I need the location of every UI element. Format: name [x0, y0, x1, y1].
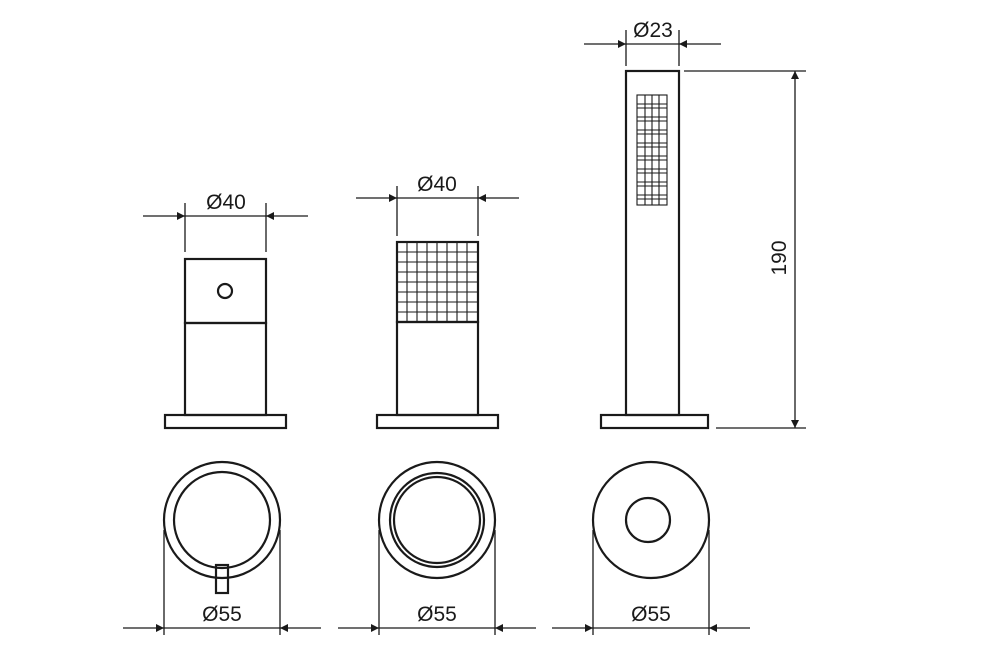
knurled-plan-inner-ring: [388, 471, 486, 569]
mixer-plan-view: [162, 460, 282, 595]
spray-nozzle-grid: [636, 94, 668, 206]
knurled-base-diameter-label: Ø55: [417, 603, 457, 626]
mixer-top-dimension: Ø40: [143, 191, 308, 252]
mixer-base-plate: [163, 413, 288, 430]
knurled-control-front-view: [375, 240, 500, 430]
mixer-top-diameter-label: Ø40: [206, 191, 246, 214]
handshower-front-view: [599, 69, 710, 430]
mixer-lever-pin: [216, 282, 234, 300]
mixer-front-view: [163, 257, 288, 430]
handshower-plan-inner-circle: [624, 496, 672, 544]
knurled-top-dimension: Ø40: [356, 173, 519, 236]
mixer-base-diameter-label: Ø55: [202, 603, 242, 626]
knurled-base-dimension: Ø55: [338, 530, 536, 635]
mixer-plan-lever: [214, 563, 230, 595]
handshower-top-dimension: Ø23: [584, 19, 721, 66]
handshower-plan-outer-ring: [591, 460, 711, 580]
mixer-plan-inner-ring: [172, 470, 272, 570]
mixer-upper-body: [183, 257, 268, 325]
mixer-lower-body: [183, 321, 268, 417]
handshower-base-dimension: Ø55: [552, 530, 750, 635]
knurled-top-diameter-label: Ø40: [417, 173, 457, 196]
knurled-plan-view: [377, 460, 497, 580]
knurl-grid: [397, 242, 478, 322]
handshower-plan-view: [591, 460, 711, 580]
knurled-base-plate: [375, 413, 500, 430]
handshower-height-dimension: 190: [684, 70, 806, 429]
knurled-lower-body: [395, 320, 480, 417]
mixer-base-dimension: Ø55: [123, 530, 321, 635]
knurled-plan-inner-ring-2: [392, 475, 482, 565]
handshower-base-plate: [599, 413, 710, 430]
handshower-height-label: 190: [768, 240, 791, 275]
mixer-plan-outer-ring: [162, 460, 282, 580]
handshower-top-diameter-label: Ø23: [633, 19, 673, 42]
handshower-base-diameter-label: Ø55: [631, 603, 671, 626]
knurled-plan-outer-ring: [377, 460, 497, 580]
